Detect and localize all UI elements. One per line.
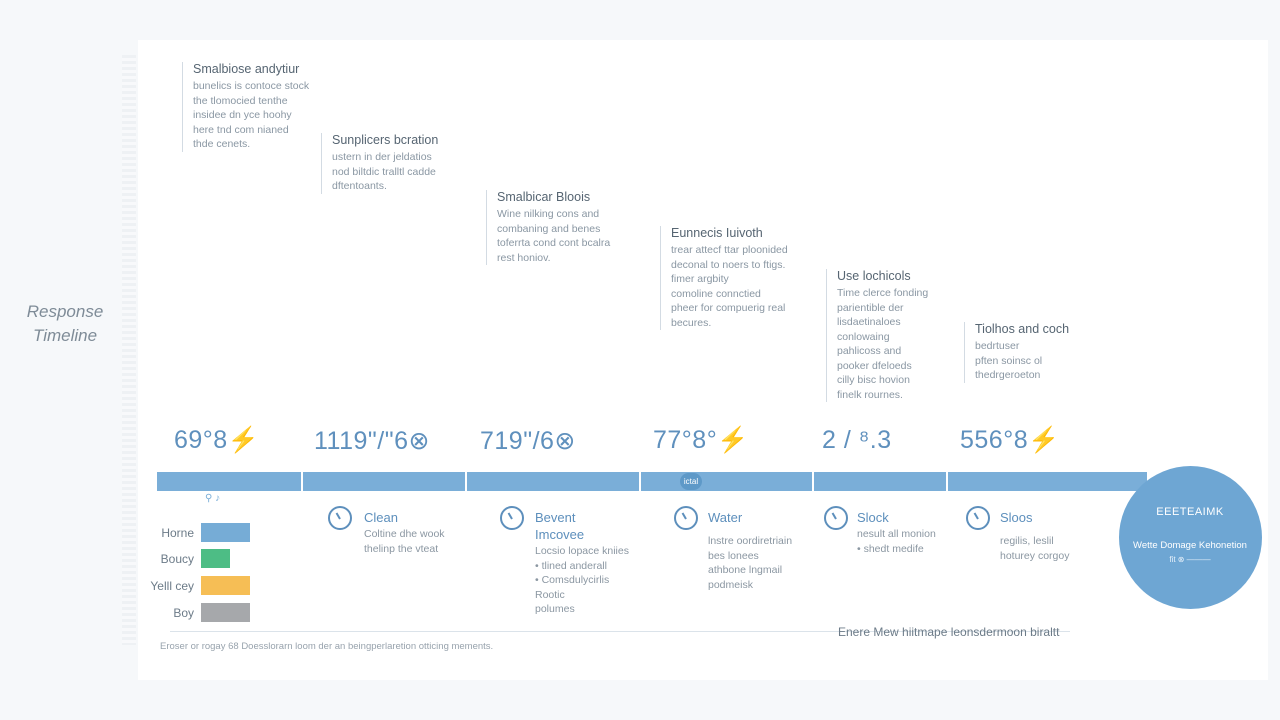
- value-4: 77°8°⚡: [653, 426, 749, 454]
- stopwatch-icon: [500, 506, 524, 530]
- note-2: Sunplicers bcration ustern in der jeldat…: [321, 133, 492, 194]
- footnote: Eroser or rogay 68 Doesslorarn loom der …: [160, 641, 494, 652]
- stopwatch-icon: [674, 506, 698, 530]
- stopwatch-icon: [824, 506, 848, 530]
- brand-logo: EEETEAIMK: [1156, 506, 1224, 518]
- legend-swatch: [201, 549, 230, 568]
- note-body: trear attecf ttar ploonided deconal to n…: [671, 244, 788, 329]
- step-label: Bevent Imcovee: [535, 510, 585, 542]
- track-divider: [946, 472, 948, 491]
- track-divider: [812, 472, 814, 491]
- note-3: Smalbicar Bloois Wine nilking cons and c…: [486, 190, 657, 265]
- note-1: Smalbiose andytiur bunelics is contoce s…: [182, 62, 363, 152]
- note-6: Tiolhos and coch bedrtuser pften soinsc …: [964, 322, 1105, 383]
- timeline-track: [157, 472, 1147, 491]
- note-4: Eunnecis Iuivoth trear attecf ttar ploon…: [660, 226, 831, 330]
- step-desc: regilis, leslil hoturey corgoy: [1000, 535, 1070, 562]
- step-desc: lnstre oordiretriain bes lonees athbone …: [708, 535, 793, 591]
- value-1: 69°8⚡: [174, 426, 260, 454]
- note-title: Tiolhos and coch: [975, 322, 1070, 336]
- track-divider: [301, 472, 303, 491]
- legend-label: Boucy: [160, 552, 194, 566]
- note-body: bedrtuser pften soinsc ol thedrgeroeton: [975, 340, 1043, 381]
- note-title: Sunplicers bcration: [332, 133, 439, 147]
- value-6: 556°8⚡: [960, 426, 1060, 454]
- end-circle: [1119, 466, 1262, 609]
- legend-swatch: [201, 603, 250, 622]
- note-5: Use lochicols Time clerce fonding parien…: [826, 269, 967, 402]
- value-2: 1119"/"6⊗: [314, 427, 430, 455]
- value-5: 2 / ⁸.3: [822, 426, 892, 454]
- footer-divider: [170, 631, 1070, 632]
- footer-caption: Enere Mew hiitmape leonsdermoon biraltt: [838, 625, 1060, 639]
- page-edge: [122, 55, 136, 645]
- note-title: Smalbiose andytiur: [193, 62, 300, 76]
- note-title: Smalbicar Bloois: [497, 190, 591, 204]
- legend-label: Horne: [161, 526, 194, 540]
- step-desc: nesult all monion • shedt medife: [857, 528, 936, 555]
- track-bubble: ictal: [680, 473, 702, 490]
- note-body: Wine nilking cons and combaning and bene…: [497, 208, 611, 264]
- note-body: bunelics is contoce stock the tlomocied …: [193, 80, 310, 150]
- step-label: Clean: [364, 510, 398, 525]
- step-label: Water: [708, 510, 743, 525]
- value-3: 719"/6⊗: [480, 427, 576, 455]
- timeline-canvas: [138, 40, 1268, 680]
- track-divider: [639, 472, 641, 491]
- side-title: Response Timeline: [26, 302, 104, 345]
- step-label: Sloos: [1000, 510, 1033, 525]
- circle-subtitle: fit ⊗ ———: [1169, 555, 1211, 564]
- legend-label: Boy: [173, 606, 194, 620]
- step-label: Slock: [857, 510, 889, 525]
- step-desc: Coltine dhe wook thelinp the vteat: [364, 528, 445, 555]
- pin-marker: ⚲ ♪: [205, 493, 221, 504]
- track-divider: [465, 472, 467, 491]
- note-body: Time clerce fonding parientible der lisd…: [837, 287, 929, 401]
- step-desc: Locsio lopace kniies • tlined anderall •…: [535, 545, 629, 615]
- legend-swatch: [201, 523, 250, 542]
- note-title: Eunnecis Iuivoth: [671, 226, 763, 240]
- note-title: Use lochicols: [837, 269, 911, 283]
- note-body: ustern in der jeldatios nod biltdic tral…: [332, 151, 436, 192]
- stopwatch-icon: [328, 506, 352, 530]
- legend-label: Yelll cey: [150, 579, 194, 593]
- circle-title: Wette Domage Kehonetion: [1133, 540, 1247, 551]
- stopwatch-icon: [966, 506, 990, 530]
- legend-swatch: [201, 576, 250, 595]
